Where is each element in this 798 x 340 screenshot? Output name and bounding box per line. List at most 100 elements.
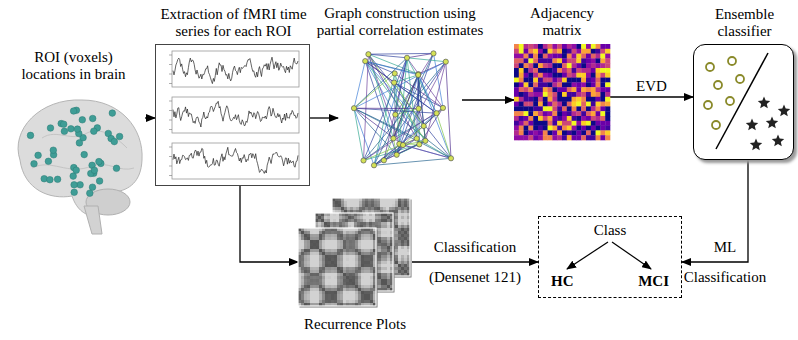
- matrix-cell: [533, 54, 538, 59]
- plot-cell: [375, 222, 378, 225]
- roi-dot: [77, 182, 84, 189]
- matrix-cell: [576, 97, 581, 102]
- matrix-cell: [514, 44, 519, 49]
- plot-cell: [324, 222, 327, 225]
- matrix-cell: [600, 106, 605, 111]
- graph-panel: Graph construction using partial correla…: [338, 44, 462, 176]
- matrix-cell: [600, 82, 605, 87]
- plot-cell: [384, 249, 387, 252]
- plot-cell: [384, 285, 387, 288]
- matrix-cell: [591, 58, 596, 63]
- matrix-cell: [533, 58, 538, 63]
- plot-cell: [381, 246, 384, 249]
- graph-vertex: [434, 111, 439, 116]
- matrix-cell: [596, 111, 601, 116]
- plot-cell: [398, 216, 401, 219]
- plot-cell: [354, 216, 357, 219]
- matrix-cell: [581, 87, 586, 92]
- plot-cell: [389, 207, 392, 210]
- matrix-cell: [586, 49, 591, 54]
- plot-cell: [401, 210, 404, 213]
- matrix-cell: [581, 102, 586, 107]
- series-tick: [169, 120, 172, 121]
- matrix-cell: [596, 97, 601, 102]
- matrix-cell: [600, 73, 605, 78]
- matrix-cell: [519, 44, 524, 49]
- matrix-cell: [572, 106, 577, 111]
- matrix-cell: [538, 111, 543, 116]
- plot-cell: [395, 234, 398, 237]
- plot-cell: [401, 207, 404, 210]
- plot-cell: [404, 252, 407, 255]
- series-panel: [172, 143, 299, 179]
- matrix-cell: [528, 92, 533, 97]
- matrix-cell: [596, 63, 601, 68]
- plot-cell: [378, 249, 381, 252]
- matrix-cell: [548, 63, 553, 68]
- matrix-cell: [514, 68, 519, 73]
- plot-cell: [338, 204, 341, 207]
- matrix-cell: [576, 54, 581, 59]
- plot-cell: [387, 234, 390, 237]
- matrix-cell: [576, 87, 581, 92]
- plot-cell: [387, 255, 390, 258]
- plot-cell: [398, 225, 401, 228]
- matrix-cell: [586, 111, 591, 116]
- plot-cell: [401, 255, 404, 258]
- plot-cell: [384, 234, 387, 237]
- roi-dot: [74, 126, 81, 133]
- matrix-cell: [562, 116, 567, 121]
- matrix-cell: [562, 68, 567, 73]
- matrix-cell: [591, 63, 596, 68]
- matrix-cell: [519, 121, 524, 126]
- plot-cell: [363, 222, 366, 225]
- matrix-cell: [524, 126, 529, 131]
- matrix-cell: [576, 130, 581, 135]
- class-star: [766, 117, 778, 129]
- matrix-cell: [538, 126, 543, 131]
- matrix-cell: [557, 111, 562, 116]
- connector-arrow: [412, 261, 538, 262]
- matrix-cell: [605, 97, 610, 102]
- plot-cell: [404, 213, 407, 216]
- roi-dot: [45, 158, 52, 165]
- plot-cell: [333, 219, 336, 222]
- plot-cell: [381, 231, 384, 234]
- plot-cell: [363, 216, 366, 219]
- graph-vertex: [431, 51, 436, 56]
- plot-cell: [401, 264, 404, 267]
- plot-cell: [365, 201, 368, 204]
- plot-cell: [378, 282, 381, 285]
- matrix-cell: [600, 116, 605, 121]
- plot-cell: [389, 204, 392, 207]
- matrix-panel: Adjacency matrix: [514, 44, 610, 140]
- matrix-cell: [519, 78, 524, 83]
- plot-cell: [404, 246, 407, 249]
- matrix-cell: [552, 68, 557, 73]
- matrix-cell: [596, 78, 601, 83]
- graph-edge: [374, 145, 403, 165]
- class-star: [758, 97, 770, 109]
- class-star: [778, 105, 790, 117]
- plot-cell: [354, 219, 357, 222]
- roi-dot: [47, 125, 54, 132]
- plot-cell: [381, 267, 384, 270]
- plot-cell: [404, 207, 407, 210]
- matrix-cell: [572, 121, 577, 126]
- matrix-cell: [600, 126, 605, 131]
- matrix-cell: [552, 126, 557, 131]
- plot-cell: [384, 231, 387, 234]
- plot-cell: [342, 219, 345, 222]
- plot-cell: [404, 234, 407, 237]
- brain-stem: [84, 206, 102, 234]
- plot-cell: [384, 273, 387, 276]
- brain-fold: [42, 131, 127, 148]
- plot-cell: [374, 207, 377, 210]
- matrix-cell: [562, 44, 567, 49]
- matrix-cell: [605, 126, 610, 131]
- matrix-cell: [581, 106, 586, 111]
- panel-heading: Adjacency matrix: [522, 5, 602, 39]
- plot-cell: [381, 219, 384, 222]
- matrix-cell: [567, 92, 572, 97]
- graph-vertex: [394, 152, 399, 157]
